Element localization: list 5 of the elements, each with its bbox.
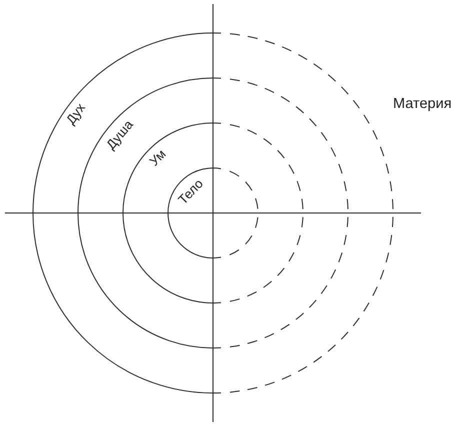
ring-label: Тело	[176, 176, 207, 208]
ring-label: Ум	[146, 146, 169, 169]
region-label: Материя	[393, 97, 452, 113]
half-dashed-circle	[168, 168, 258, 258]
half-dashed-circle	[33, 33, 393, 393]
